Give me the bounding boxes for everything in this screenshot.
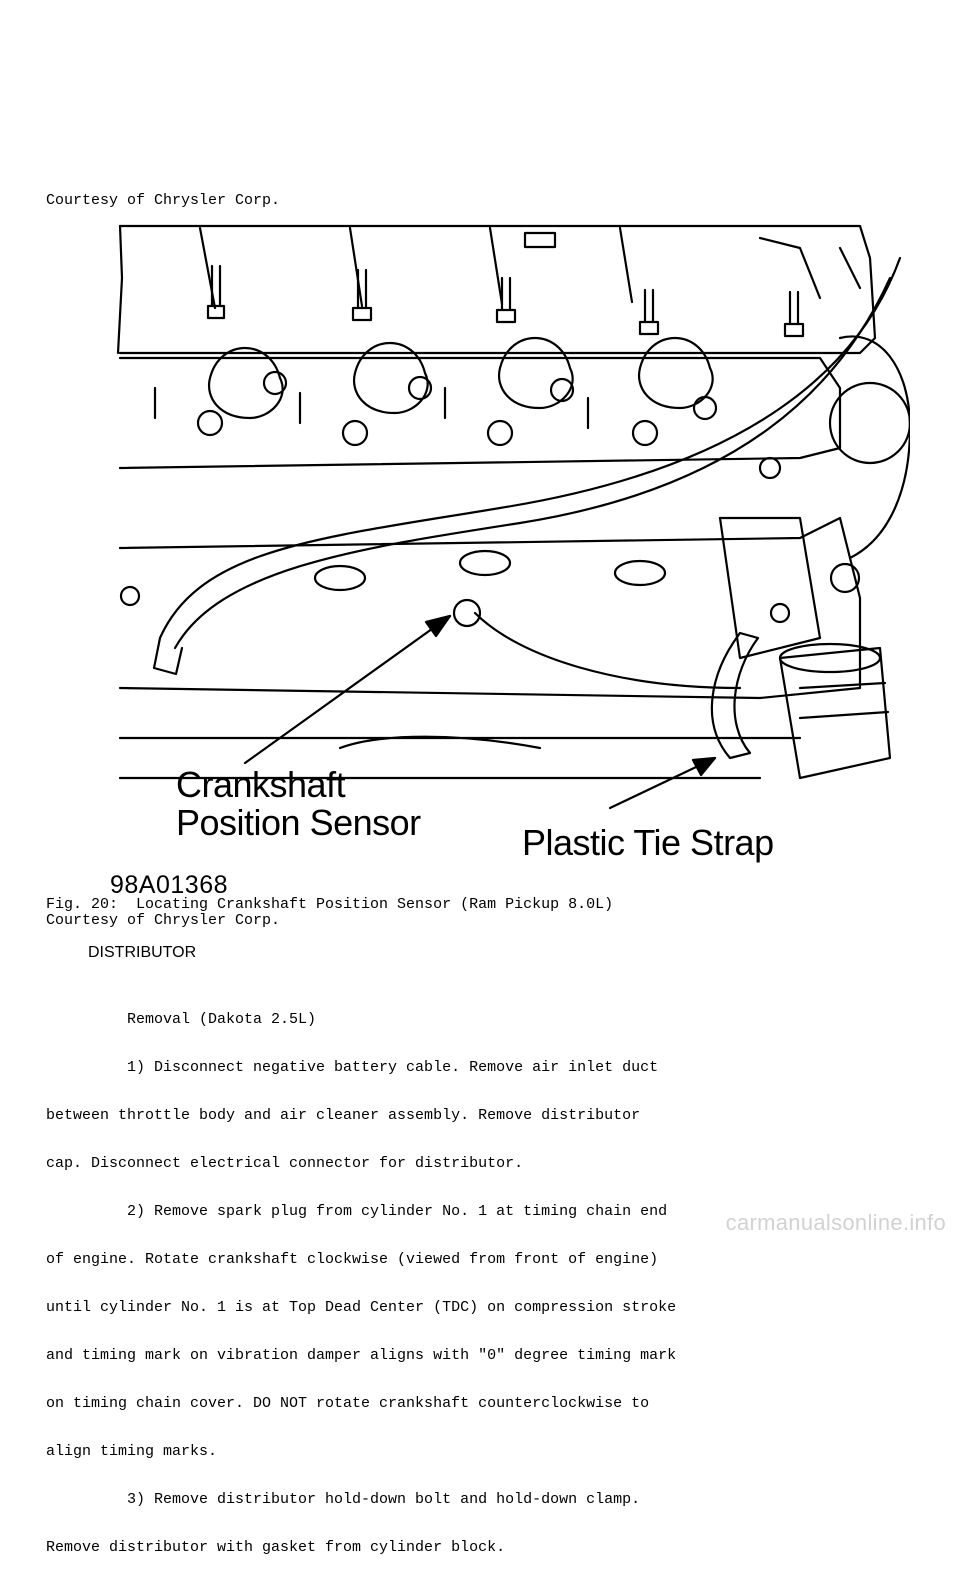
pointer-arrows [243, 614, 717, 810]
label-plastic-tie-strap: Plastic Tie Strap [522, 822, 774, 863]
body-line: of engine. Rotate crankshaft clockwise (… [46, 1251, 659, 1268]
engine-illustration [116, 224, 910, 810]
figure-caption: Fig. 20: Locating Crankshaft Position Se… [46, 896, 614, 913]
body-line: cap. Disconnect electrical connector for… [46, 1155, 524, 1172]
body-text: Removal (Dakota 2.5L) 1) Disconnect nega… [46, 980, 676, 1572]
exhaust-manifold [118, 336, 842, 470]
cover-bolts [206, 264, 805, 338]
body-line: until cylinder No. 1 is at Top Dead Cent… [46, 1299, 677, 1316]
body-line: 1) Disconnect negative battery cable. Re… [46, 1059, 659, 1076]
section-heading: DISTRIBUTOR [88, 944, 197, 961]
label-line-2: Position Sensor [176, 802, 421, 843]
body-line: 2) Remove spark plug from cylinder No. 1… [46, 1203, 668, 1220]
engine-block-lower [118, 516, 862, 780]
courtesy-text-top: Courtesy of Chrysler Corp. [46, 192, 281, 209]
body-line: 3) Remove distributor hold-down bolt and… [46, 1491, 641, 1508]
tie-strap-loop [710, 631, 760, 760]
spark-plug-wires [152, 256, 902, 690]
oil-filter [778, 642, 892, 780]
body-line: align timing marks. [46, 1443, 218, 1460]
label-crankshaft-position-sensor: Crankshaft Position Sensor [176, 766, 421, 842]
body-line: and timing mark on vibration damper alig… [46, 1347, 677, 1364]
body-line: Removal (Dakota 2.5L) [46, 1011, 317, 1028]
front-cover [718, 335, 910, 660]
label-line-1: Crankshaft [176, 764, 346, 805]
valve-cover [116, 224, 877, 355]
figure-courtesy: Courtesy of Chrysler Corp. [46, 912, 281, 929]
figure-code: 98A01368 [110, 871, 229, 899]
body-line: between throttle body and air cleaner as… [46, 1107, 641, 1124]
watermark: carmanualsonline.info [725, 1210, 946, 1235]
body-line: on timing chain cover. DO NOT rotate cra… [46, 1395, 650, 1412]
body-line: Remove distributor with gasket from cyli… [46, 1539, 506, 1556]
